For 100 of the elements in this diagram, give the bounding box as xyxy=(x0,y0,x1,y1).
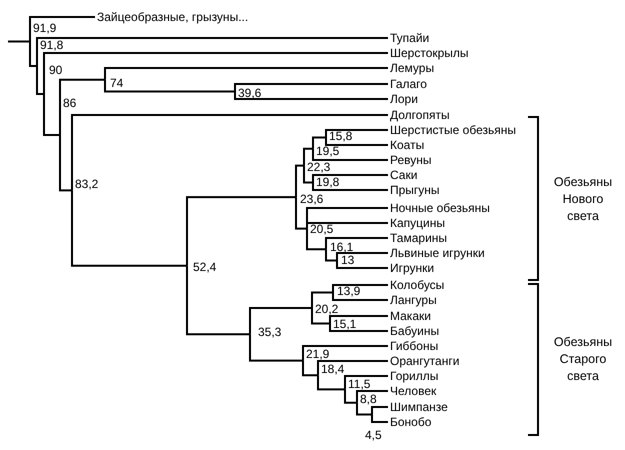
branch-value: 13,9 xyxy=(337,284,360,298)
tree-branch xyxy=(36,66,44,96)
tree-branch xyxy=(8,40,30,42)
branch-value: 83,2 xyxy=(75,177,98,191)
tree-branch xyxy=(59,78,105,136)
taxon-label: Лемуры xyxy=(390,61,434,75)
tree-branch xyxy=(186,196,296,266)
tree-branch xyxy=(249,307,312,334)
tree-branch xyxy=(36,37,388,66)
taxon-label: Шерстокрылы xyxy=(390,46,469,60)
tree-branch xyxy=(71,114,388,190)
taxon-label: Гориллы xyxy=(390,369,438,383)
taxon-label: Лангуры xyxy=(390,293,437,307)
taxon-label: Галаго xyxy=(390,77,427,91)
taxon-label: Бабуины xyxy=(390,324,440,338)
branch-value: 52,4 xyxy=(193,260,216,274)
tree-branch xyxy=(303,166,313,184)
tree-branch xyxy=(295,164,304,198)
taxon-label: Тупайи xyxy=(390,31,430,45)
tree-branch xyxy=(71,190,187,267)
tree-branch xyxy=(317,375,345,390)
taxon-label: Человек xyxy=(390,384,436,398)
tree-branch xyxy=(249,334,303,362)
tree-branch xyxy=(311,308,330,324)
branch-value: 74 xyxy=(110,76,124,90)
tree-branch xyxy=(329,324,388,332)
tree-branch xyxy=(311,292,333,308)
tree-branch xyxy=(312,182,388,191)
taxon-label: Орангутанги xyxy=(390,354,460,368)
branch-value: 22,3 xyxy=(307,160,330,174)
tree-branch xyxy=(332,292,388,301)
branch-value: 8,8 xyxy=(360,392,377,406)
taxon-label: Шимпанзе xyxy=(390,400,448,414)
tree-branch xyxy=(302,360,318,376)
tree-branch xyxy=(325,249,337,262)
branch-value: 39,6 xyxy=(238,86,262,100)
tree-branch xyxy=(371,414,388,423)
taxon-label: Капуцины xyxy=(390,216,445,230)
tree-branch xyxy=(59,135,72,192)
tree-branch xyxy=(356,402,372,416)
tree-branch xyxy=(306,228,326,250)
tree-branch xyxy=(325,129,388,138)
taxon-label: Лори xyxy=(390,92,418,106)
tree-branch xyxy=(312,148,388,161)
tree-branch xyxy=(332,284,388,292)
taxon-label: Зайцеобразные, грызуны... xyxy=(97,10,248,24)
branch-value: 13 xyxy=(341,253,354,267)
group-label: Обезьяны Нового света xyxy=(552,174,614,225)
tree-branch xyxy=(336,252,388,260)
tree-branch xyxy=(234,92,388,100)
taxon-label: Прыгуны xyxy=(390,183,440,197)
branch-value: 20,2 xyxy=(315,302,338,316)
tree-branch xyxy=(325,237,388,250)
branch-value: 15,8 xyxy=(329,129,352,143)
branch-value: 15,1 xyxy=(333,317,356,331)
branch-value: 23,6 xyxy=(300,192,324,206)
branch-value: 21,9 xyxy=(306,347,330,361)
taxon-label: Тамарины xyxy=(390,231,448,245)
taxon-label: Шерстистые обезьяны xyxy=(390,123,516,137)
taxon-label: Ревуны xyxy=(390,153,432,167)
taxon-label: Колобусы xyxy=(390,278,444,292)
taxon-label: Гиббоны xyxy=(390,339,438,353)
tree-branch xyxy=(29,16,95,42)
tree-branch xyxy=(317,360,388,376)
tree-branch xyxy=(234,83,388,92)
branch-value: 19,8 xyxy=(316,175,340,189)
tree-branch xyxy=(329,315,388,324)
branch-value: 19,5 xyxy=(316,144,340,158)
group-label: Обезьяны Старого света xyxy=(552,334,614,385)
tree-branch xyxy=(302,345,388,361)
taxon-label: Игрунки xyxy=(390,261,434,275)
tree-branch xyxy=(295,197,307,230)
taxon-label: Макаки xyxy=(390,309,431,323)
taxon-label: Бонобо xyxy=(390,415,432,429)
branch-value: 91,8 xyxy=(40,38,64,52)
tree-branch xyxy=(336,260,388,269)
tree-branch xyxy=(104,80,235,92)
tree-branch xyxy=(325,138,388,146)
tree-branch xyxy=(303,148,313,166)
branch-value: 91,9 xyxy=(33,21,56,35)
taxon-label: Долгопяты xyxy=(390,108,450,122)
branch-value: 90 xyxy=(49,63,62,77)
tree-branch xyxy=(312,136,326,149)
tree-branch xyxy=(186,266,250,336)
tree-branch xyxy=(43,94,60,136)
branch-value: 16,1 xyxy=(330,240,354,254)
tree-branch xyxy=(344,389,357,404)
tree-branch xyxy=(43,52,388,94)
tree-branch xyxy=(344,375,388,390)
branch-value: 11,5 xyxy=(348,377,370,391)
taxon-label: Ночные обезьяны xyxy=(390,201,490,215)
tree-branch xyxy=(104,67,388,80)
branch-value: 18,4 xyxy=(321,362,344,376)
branch-value: 20,5 xyxy=(310,222,334,236)
tree-branch xyxy=(371,406,388,414)
branch-value: 4,5 xyxy=(365,428,382,442)
taxon-label: Саки xyxy=(390,168,418,182)
tree-branch xyxy=(29,42,37,68)
tree-branch xyxy=(312,174,388,182)
taxon-label: Коаты xyxy=(390,138,424,152)
